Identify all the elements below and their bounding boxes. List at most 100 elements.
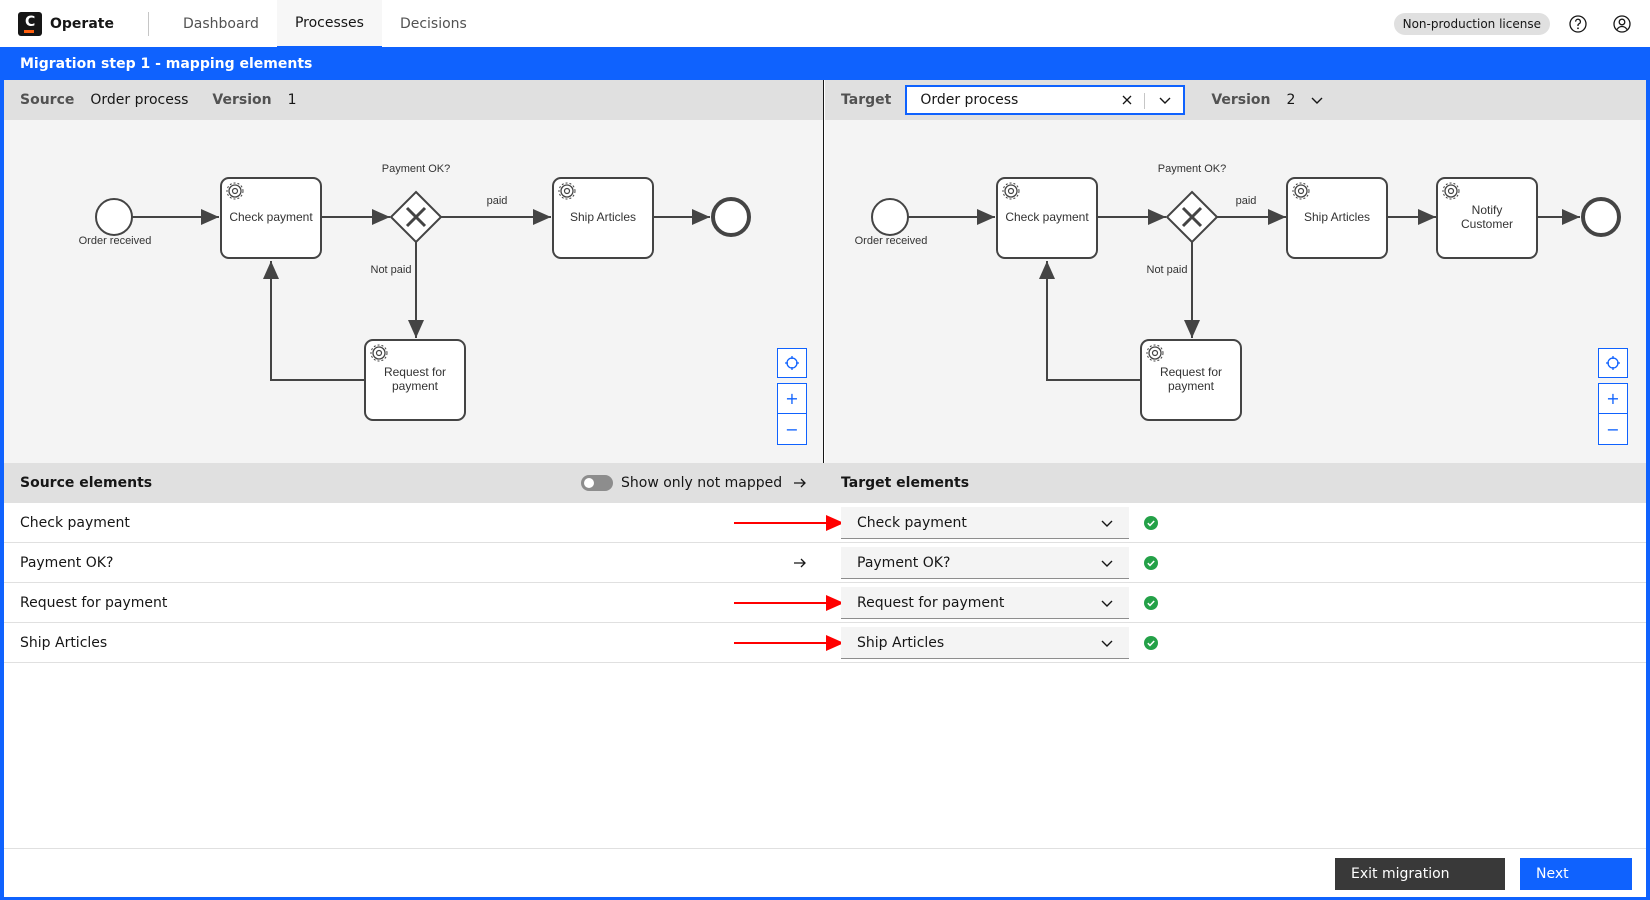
- toggle-switch[interactable]: [581, 475, 613, 491]
- mapping-row: Check payment Check payment: [4, 503, 1646, 543]
- help-icon[interactable]: [1562, 8, 1594, 40]
- target-element-value: Request for payment: [857, 594, 1005, 611]
- task-ship-articles[interactable]: Ship Articles: [1286, 177, 1388, 259]
- source-bar: Source Order process Version 1: [4, 80, 823, 120]
- show-not-mapped-toggle[interactable]: Show only not mapped: [581, 475, 782, 491]
- zoom-out-button[interactable]: −: [1606, 419, 1620, 439]
- gateway-payment-ok[interactable]: [389, 190, 443, 244]
- source-element-name: Check payment: [20, 514, 130, 531]
- nav-decisions[interactable]: Decisions: [399, 15, 467, 32]
- source-elements-header: Source elements: [20, 475, 153, 491]
- arrow-right-icon: [792, 475, 808, 495]
- task-label: Ship Articles: [570, 210, 636, 224]
- service-task-gear-icon: [558, 182, 576, 200]
- target-element-value: Payment OK?: [857, 554, 951, 571]
- camunda-logo-icon: C: [18, 11, 42, 36]
- flow-paid-label: paid: [1236, 195, 1257, 207]
- annotation-red-arrow-icon: [734, 515, 844, 531]
- start-event-label: Order received: [79, 235, 152, 247]
- chevron-down-icon: [1101, 600, 1113, 607]
- source-bpmn-diagram[interactable]: Order received Check payment Payment OK?…: [4, 120, 824, 463]
- task-ship-articles[interactable]: Ship Articles: [552, 177, 654, 259]
- source-element-name: Request for payment: [20, 594, 168, 611]
- flow-not-paid-label: Not paid: [1147, 264, 1188, 276]
- main-nav: Dashboard Processes Decisions: [165, 0, 485, 48]
- service-task-gear-icon: [1442, 182, 1460, 200]
- gateway-label: Payment OK?: [382, 163, 450, 175]
- target-element-value: Ship Articles: [857, 634, 945, 651]
- migration-title: Migration step 1 - mapping elements: [20, 56, 313, 72]
- annotation-red-arrow-icon: [734, 595, 844, 611]
- task-check-payment[interactable]: Check payment: [220, 177, 322, 259]
- target-process-select[interactable]: Order process: [905, 85, 1186, 115]
- task-check-payment[interactable]: Check payment: [996, 177, 1098, 259]
- gateway-label: Payment OK?: [1158, 163, 1226, 175]
- brand[interactable]: C Operate: [0, 11, 149, 36]
- source-label: Source: [20, 92, 75, 108]
- start-event[interactable]: [95, 198, 133, 236]
- clear-selection-icon[interactable]: [1119, 92, 1135, 112]
- next-button[interactable]: Next: [1520, 858, 1632, 890]
- checkmark-success-icon: [1144, 596, 1158, 610]
- flow-not-paid-label: Not paid: [371, 264, 412, 276]
- service-task-gear-icon: [370, 344, 388, 362]
- version-chevron-down-icon[interactable]: [1309, 92, 1325, 108]
- license-badge[interactable]: Non-production license: [1393, 12, 1550, 35]
- task-label: Check payment: [1005, 210, 1089, 224]
- mapping-row: Request for payment Request for payment: [4, 583, 1646, 623]
- nav-processes[interactable]: Processes: [276, 0, 382, 48]
- user-icon[interactable]: [1606, 8, 1638, 40]
- annotation-red-arrow-icon: [734, 635, 844, 651]
- start-event-label: Order received: [855, 235, 928, 247]
- gateway-payment-ok[interactable]: [1165, 190, 1219, 244]
- chevron-down-icon: [1101, 640, 1113, 647]
- reset-view-button[interactable]: [777, 348, 807, 378]
- target-element-dropdown[interactable]: Check payment: [841, 507, 1129, 539]
- checkmark-success-icon: [1144, 556, 1158, 570]
- target-version-select[interactable]: 2: [1286, 92, 1296, 108]
- app-name: Operate: [50, 15, 114, 32]
- chevron-down-icon: [1101, 560, 1113, 567]
- target-bpmn-diagram[interactable]: Order received Check payment Payment OK?…: [825, 120, 1646, 463]
- reset-view-button[interactable]: [1598, 348, 1628, 378]
- zoom-out-button[interactable]: −: [785, 419, 799, 439]
- mapping-row: Payment OK? Payment OK?: [4, 543, 1646, 583]
- checkmark-success-icon: [1144, 636, 1158, 650]
- zoom-in-button[interactable]: +: [1599, 384, 1627, 414]
- service-task-gear-icon: [1292, 182, 1310, 200]
- mapping-table-header: Source elements Show only not mapped Tar…: [4, 463, 1646, 503]
- zoom-in-button[interactable]: +: [778, 384, 806, 414]
- chevron-down-icon: [1101, 520, 1113, 527]
- end-event[interactable]: [1581, 197, 1621, 237]
- service-task-gear-icon: [1002, 182, 1020, 200]
- task-label: Ship Articles: [1304, 210, 1370, 224]
- target-element-dropdown[interactable]: Payment OK?: [841, 547, 1129, 579]
- checkmark-success-icon: [1144, 516, 1158, 530]
- start-event[interactable]: [871, 198, 909, 236]
- source-process-name: Order process: [90, 92, 189, 108]
- crosshair-icon: [785, 356, 799, 370]
- target-element-dropdown[interactable]: Ship Articles: [841, 627, 1129, 659]
- target-bar: Target Order process Version 2: [825, 80, 1646, 120]
- exit-migration-button[interactable]: Exit migration: [1335, 858, 1505, 890]
- end-event[interactable]: [711, 197, 751, 237]
- source-version-label: Version: [212, 92, 272, 108]
- arrow-right-icon: [794, 558, 806, 568]
- target-diagram-panel: Target Order process Version 2 Order rec…: [825, 80, 1646, 463]
- target-element-dropdown[interactable]: Request for payment: [841, 587, 1129, 619]
- target-label: Target: [841, 92, 892, 108]
- target-process-value: Order process: [920, 92, 1019, 108]
- source-element-name: Payment OK?: [20, 554, 114, 571]
- service-task-gear-icon: [226, 182, 244, 200]
- migration-footer: Exit migration Next: [4, 848, 1646, 897]
- source-element-name: Ship Articles: [20, 634, 108, 651]
- target-element-value: Check payment: [857, 514, 967, 531]
- target-version-label: Version: [1211, 92, 1271, 108]
- nav-dashboard[interactable]: Dashboard: [182, 15, 259, 32]
- chevron-down-icon[interactable]: [1157, 92, 1173, 112]
